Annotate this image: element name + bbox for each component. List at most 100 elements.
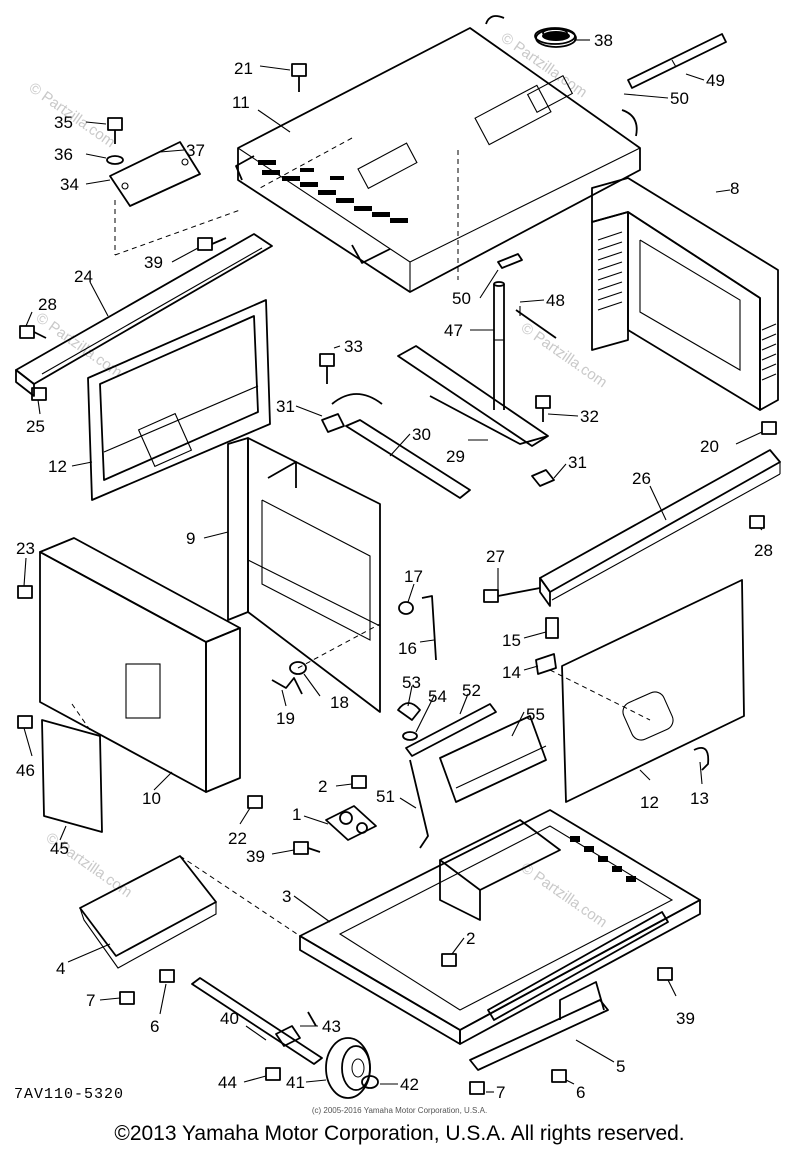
bolt-part-21	[291, 63, 307, 92]
callout-10[interactable]: 10	[142, 789, 161, 808]
callout-7[interactable]: 7	[496, 1083, 505, 1102]
callout-31[interactable]: 31	[568, 453, 587, 472]
callout-39[interactable]: 39	[676, 1009, 695, 1028]
side-frame-part-8	[591, 177, 779, 411]
callout-5[interactable]: 5	[616, 1057, 625, 1076]
bolt-part-48	[515, 306, 557, 339]
clamp-part-31	[321, 393, 383, 433]
bolt-part-6-left	[159, 969, 175, 983]
callout-21[interactable]: 21	[234, 59, 253, 78]
skid-part-5	[469, 981, 609, 1071]
bracket-plate-part-37	[109, 141, 201, 207]
callout-27[interactable]: 27	[486, 547, 505, 566]
callout-12[interactable]: 12	[640, 793, 659, 812]
callout-54[interactable]: 54	[428, 687, 447, 706]
watermark: © Partzilla.com	[518, 859, 611, 931]
callout-49[interactable]: 49	[706, 71, 725, 90]
callout-2[interactable]: 2	[466, 929, 475, 948]
callout-28[interactable]: 28	[754, 541, 773, 560]
callout-42[interactable]: 42	[400, 1075, 419, 1094]
callout-48[interactable]: 48	[546, 291, 565, 310]
callout-50[interactable]: 50	[452, 289, 471, 308]
callout-32[interactable]: 32	[580, 407, 599, 426]
callout-7[interactable]: 7	[86, 991, 95, 1010]
nut-part-31-right	[531, 469, 555, 487]
callout-33[interactable]: 33	[344, 337, 363, 356]
rail-part-26	[539, 449, 781, 607]
callout-1[interactable]: 1	[292, 805, 301, 824]
callout-8[interactable]: 8	[730, 179, 739, 198]
grommet-part-17	[398, 601, 414, 615]
callout-6[interactable]: 6	[150, 1017, 159, 1036]
callout-55[interactable]: 55	[526, 705, 545, 724]
leader-lines	[23, 39, 763, 1093]
callout-39[interactable]: 39	[246, 847, 265, 866]
callout-51[interactable]: 51	[376, 787, 395, 806]
callout-39[interactable]: 39	[144, 253, 163, 272]
callout-9[interactable]: 9	[186, 529, 195, 548]
callout-13[interactable]: 13	[690, 789, 709, 808]
callout-23[interactable]: 23	[16, 539, 35, 558]
callout-34[interactable]: 34	[60, 175, 79, 194]
bolt-part-39-mid	[293, 841, 321, 855]
bolt-part-7-right	[469, 1081, 485, 1095]
callout-19[interactable]: 19	[276, 709, 295, 728]
callout-4[interactable]: 4	[56, 959, 65, 978]
callout-14[interactable]: 14	[502, 663, 521, 682]
callout-6[interactable]: 6	[576, 1083, 585, 1102]
callout-15[interactable]: 15	[502, 631, 521, 650]
callout-37[interactable]: 37	[186, 141, 205, 160]
callout-18[interactable]: 18	[330, 693, 349, 712]
callout-22[interactable]: 22	[228, 829, 247, 848]
callout-26[interactable]: 26	[632, 469, 651, 488]
callout-41[interactable]: 41	[286, 1073, 305, 1092]
nut-part-2-top	[351, 775, 367, 789]
callout-40[interactable]: 40	[220, 1009, 239, 1028]
bracket-part-14	[535, 653, 557, 675]
footer-copyright: ©2013 Yamaha Motor Corporation, U.S.A. A…	[114, 1122, 685, 1145]
callout-24[interactable]: 24	[74, 267, 93, 286]
nut-part-42	[361, 1075, 379, 1089]
callout-11[interactable]: 11	[232, 93, 250, 112]
callout-46[interactable]: 46	[16, 761, 35, 780]
callout-35[interactable]: 35	[54, 113, 73, 132]
callout-17[interactable]: 17	[404, 567, 423, 586]
bolt-part-15	[545, 617, 559, 639]
callout-47[interactable]: 47	[444, 321, 463, 340]
nut-part-2-bottom	[441, 953, 457, 967]
switch-part-1	[325, 805, 377, 841]
top-cover-part-11	[235, 15, 641, 293]
callout-25[interactable]: 25	[26, 417, 45, 436]
washer-part-54	[402, 731, 418, 741]
callout-50[interactable]: 50	[670, 89, 689, 108]
callout-28[interactable]: 28	[38, 295, 57, 314]
rod-part-51	[409, 759, 429, 849]
callout-52[interactable]: 52	[462, 681, 481, 700]
callout-30[interactable]: 30	[412, 425, 431, 444]
base-frame-part-3	[299, 809, 701, 1045]
callout-3[interactable]: 3	[282, 887, 291, 906]
callout-12[interactable]: 12	[48, 457, 67, 476]
callout-29[interactable]: 29	[446, 447, 465, 466]
callout-16[interactable]: 16	[398, 639, 417, 658]
callout-31[interactable]: 31	[276, 397, 295, 416]
axle-part-40	[191, 977, 323, 1065]
callout-2[interactable]: 2	[318, 777, 327, 796]
callout-38[interactable]: 38	[594, 31, 613, 50]
callout-53[interactable]: 53	[402, 673, 421, 692]
bolt-part-44	[265, 1067, 281, 1081]
callout-45[interactable]: 45	[50, 839, 69, 858]
bolt-part-33	[319, 353, 335, 384]
tray-part-55	[439, 715, 547, 803]
callout-20[interactable]: 20	[700, 437, 719, 456]
watermark: © Partzilla.com	[33, 309, 126, 381]
rail-part-24	[15, 233, 273, 397]
bolt-part-20	[761, 421, 777, 435]
washer-part-36	[106, 155, 124, 165]
inner-frame-part-9	[227, 437, 381, 713]
callout-44[interactable]: 44	[218, 1073, 237, 1092]
callout-43[interactable]: 43	[322, 1017, 341, 1036]
watermark: © Partzilla.com	[518, 319, 611, 391]
panel-part-12-left	[87, 299, 271, 501]
callout-36[interactable]: 36	[54, 145, 73, 164]
